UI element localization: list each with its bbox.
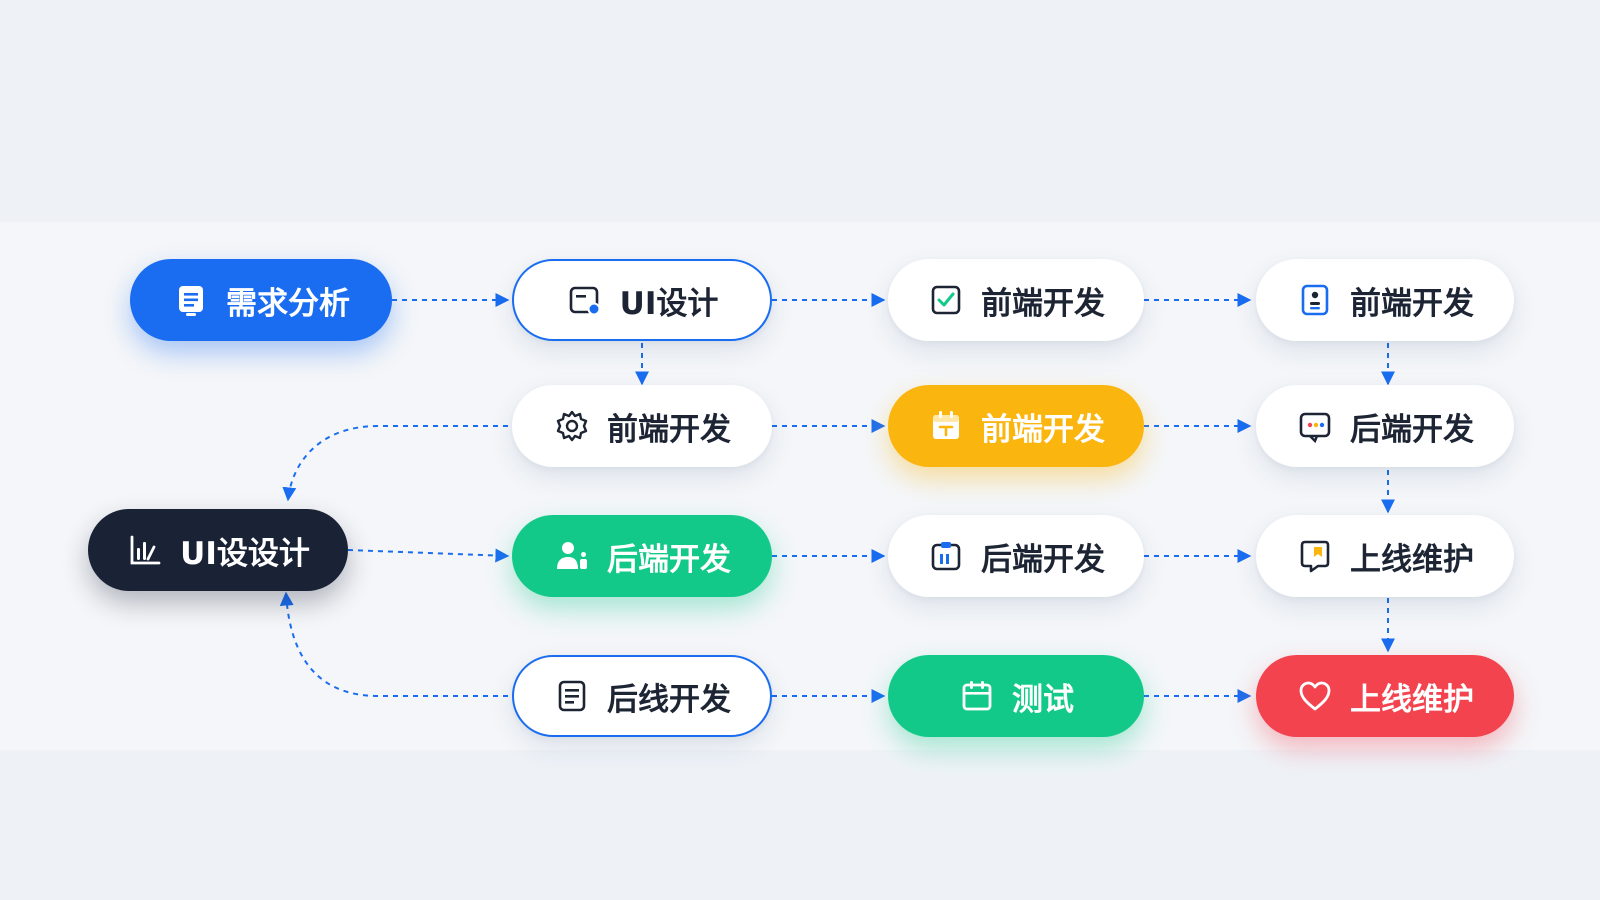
document-icon (172, 281, 210, 319)
gear-icon (553, 407, 591, 445)
checkbox-icon (927, 281, 965, 319)
node-deploy-maintain-1[interactable]: 上线维护 (1256, 515, 1514, 597)
node-deploy-maintain-2[interactable]: 上线维护 (1256, 655, 1514, 737)
node-backend-dev-3[interactable]: 后端开发 (888, 515, 1144, 597)
calendar-icon (927, 407, 965, 445)
node-frontend-dev-4[interactable]: 前端开发 (888, 385, 1144, 467)
node-label: 上线维护 (1350, 681, 1474, 718)
node-frontend-dev-1[interactable]: 前端开发 (888, 259, 1144, 341)
node-label: 测试 (1012, 681, 1074, 718)
list-document-icon (553, 677, 591, 715)
node-label: 后线开发 (607, 681, 731, 718)
node-frontend-dev-3[interactable]: 前端开发 (512, 385, 772, 467)
node-label: 前端开发 (981, 411, 1105, 448)
node-label: 前端开发 (1350, 285, 1474, 322)
calendar-outline-icon (958, 677, 996, 715)
node-backend-dev-1[interactable]: 后端开发 (1256, 385, 1514, 467)
node-requirements-analysis[interactable]: 需求分析 (130, 259, 392, 341)
node-frontend-dev-2[interactable]: 前端开发 (1256, 259, 1514, 341)
node-label: UI设计 (619, 285, 719, 322)
node-backend-dev-2[interactable]: 后端开发 (512, 515, 772, 597)
clipboard-icon (927, 537, 965, 575)
users-icon (553, 537, 591, 575)
edge-n8-n9 (347, 548, 510, 563)
bar-chart-icon (126, 531, 164, 569)
window-edit-icon (566, 281, 604, 319)
edge-curve-to-n8 (282, 425, 508, 502)
edge-curve-from-n8 (279, 591, 508, 697)
node-backline-dev[interactable]: 后线开发 (512, 655, 772, 737)
chat-window-icon (1296, 407, 1334, 445)
node-label: 前端开发 (607, 411, 731, 448)
node-label: 上线维护 (1350, 541, 1474, 578)
node-label: UI设设计 (180, 535, 310, 572)
node-ui-design[interactable]: UI设计 (512, 259, 772, 341)
node-label: 后端开发 (981, 541, 1105, 578)
node-testing[interactable]: 测试 (888, 655, 1144, 737)
heart-icon (1296, 677, 1334, 715)
node-ui-design-hub[interactable]: UI设设计 (88, 509, 348, 591)
contact-card-icon (1296, 281, 1334, 319)
node-label: 后端开发 (1350, 411, 1474, 448)
bookmark-chat-icon (1296, 537, 1334, 575)
node-label: 需求分析 (226, 285, 350, 322)
node-label: 前端开发 (981, 285, 1105, 322)
node-label: 后端开发 (607, 541, 731, 578)
